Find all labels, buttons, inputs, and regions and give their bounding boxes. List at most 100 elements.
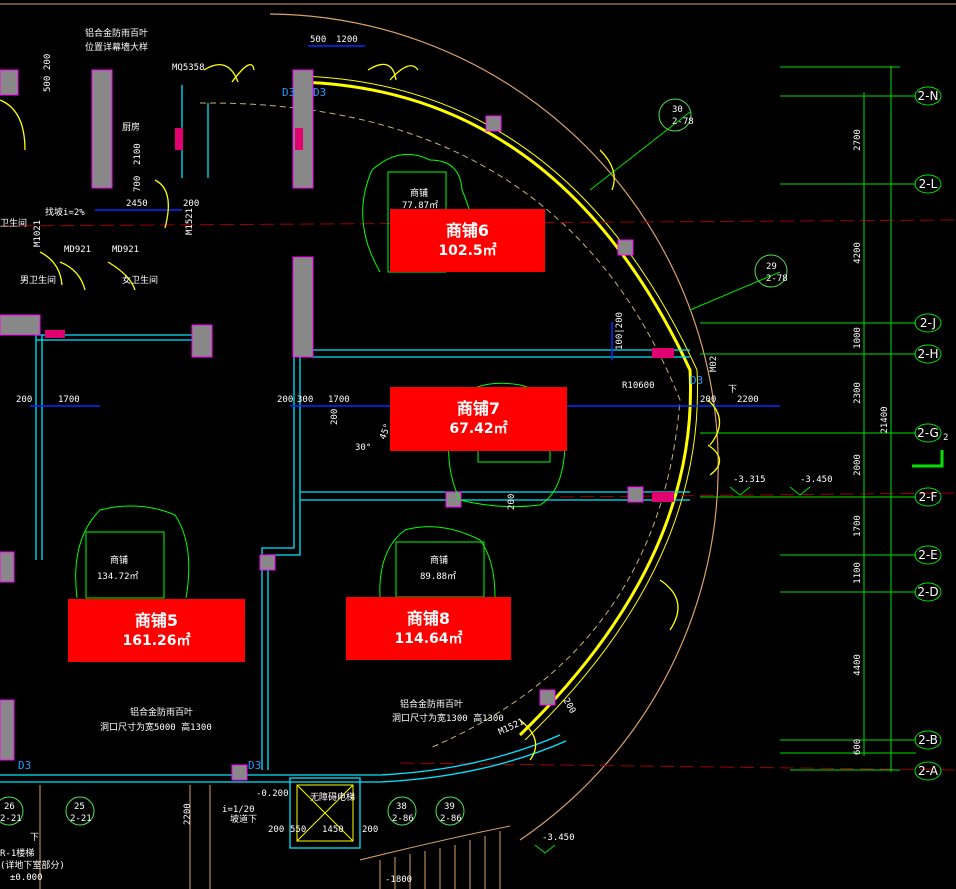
axis-bubble-2-H: 2-H xyxy=(914,344,942,364)
svg-text:M1021: M1021 xyxy=(33,220,43,247)
room-labels: 厨房 男卫生间 女卫生间 卫生间 找坡i=2% 无障碍电梯 xyxy=(0,121,355,803)
svg-text:2-21: 2-21 xyxy=(0,814,22,824)
stairs xyxy=(39,785,511,889)
svg-text:38: 38 xyxy=(396,802,407,812)
svg-text:500: 500 xyxy=(43,76,53,92)
svg-text:1700: 1700 xyxy=(853,515,863,537)
svg-text:600: 600 xyxy=(853,739,863,755)
store-label-7: 商铺7 67.42㎡ xyxy=(390,387,567,451)
svg-text:77.87㎡: 77.87㎡ xyxy=(402,200,438,211)
axis-bubble-2-N: 2-N xyxy=(914,86,942,106)
svg-text:100|200: 100|200 xyxy=(615,312,625,350)
doors xyxy=(0,63,721,761)
axis-bubble-2-L: 2-L xyxy=(914,174,942,194)
store-name: 商铺6 xyxy=(445,220,490,240)
svg-text:30: 30 xyxy=(672,105,683,115)
dashed-arc xyxy=(199,102,681,749)
svg-text:MD921: MD921 xyxy=(64,245,91,255)
store-name: 商铺5 xyxy=(134,610,179,630)
svg-text:39: 39 xyxy=(444,802,455,812)
svg-text:700: 700 xyxy=(133,176,143,192)
svg-text:D3: D3 xyxy=(690,374,703,387)
svg-text:无障碍电梯: 无障碍电梯 xyxy=(310,791,355,803)
svg-text:200: 200 xyxy=(560,697,577,716)
svg-text:商铺: 商铺 xyxy=(110,554,128,566)
svg-text:200: 200 xyxy=(43,54,53,70)
svg-text:i=1/20: i=1/20 xyxy=(222,805,255,815)
axis-bubble-2-D: 2-D xyxy=(914,582,942,602)
grid-lines xyxy=(589,66,944,772)
svg-text:2000: 2000 xyxy=(853,454,863,476)
store-label-6: 商铺6 102.5㎡ xyxy=(390,209,545,272)
svg-text:2200: 2200 xyxy=(183,803,193,825)
svg-text:厨房: 厨房 xyxy=(122,121,140,133)
svg-text:2-78: 2-78 xyxy=(766,274,788,284)
svg-text:200: 200 xyxy=(700,395,716,405)
svg-text:4400: 4400 xyxy=(853,654,863,676)
svg-text:男卫生间: 男卫生间 xyxy=(20,274,56,286)
svg-text:1100: 1100 xyxy=(853,562,863,584)
svg-text:M1521: M1521 xyxy=(185,208,195,235)
svg-text:2-86: 2-86 xyxy=(440,814,462,824)
svg-text:铝合金防雨百叶: 铝合金防雨百叶 xyxy=(130,706,193,718)
svg-text:-3.450: -3.450 xyxy=(800,475,833,485)
notes: 铝合金防雨百叶 位置详幕墙大样 铝合金防雨百叶 洞口尺寸为宽5000 高1300… xyxy=(0,27,737,871)
axis-bubble-2-F: 2-F xyxy=(914,487,942,507)
svg-text:R-1楼梯: R-1楼梯 xyxy=(0,847,34,859)
svg-text:2-H: 2-H xyxy=(918,347,939,361)
dimension-texts: 500 1200 200 500 2450 200 700 2100 1700 … xyxy=(16,35,759,885)
svg-text:1700: 1700 xyxy=(328,395,350,405)
svg-text:200: 200 xyxy=(268,825,284,835)
svg-text:200: 200 xyxy=(16,395,32,405)
curtain-wall-inner xyxy=(299,75,699,741)
original-area-labels: 商铺 77.87㎡ 商铺 134.72㎡ 商铺 89.88㎡ xyxy=(97,187,456,582)
svg-text:商铺: 商铺 xyxy=(430,554,448,566)
axis-bubble-2-G: 2-G 2 xyxy=(914,423,948,443)
axis-bubble-2-J: 2-J xyxy=(914,313,942,333)
red-axis-lines xyxy=(0,219,956,771)
axis-bubble-2-E: 2-E xyxy=(914,545,942,565)
svg-text:坡道下: 坡道下 xyxy=(230,813,257,825)
curtain-wall xyxy=(299,80,693,737)
svg-text:300: 300 xyxy=(297,395,313,405)
svg-text:2-G: 2-G xyxy=(917,426,939,440)
svg-text:M02: M02 xyxy=(709,356,719,372)
door-labels: MQ5358 MD921 MD921 M1021 M1521 M1521 M02… xyxy=(18,63,719,772)
svg-text:26: 26 xyxy=(4,802,15,812)
store-label-8: 商铺8 114.64㎡ xyxy=(346,597,511,660)
svg-text:洞口尺寸为宽5000 高1300: 洞口尺寸为宽5000 高1300 xyxy=(100,721,212,733)
svg-text:2-J: 2-J xyxy=(920,316,936,330)
svg-text:29: 29 xyxy=(766,262,777,272)
store-area: 114.64㎡ xyxy=(394,630,463,647)
svg-text:-3.315: -3.315 xyxy=(733,475,766,485)
svg-text:2-E: 2-E xyxy=(918,548,938,562)
svg-text:下: 下 xyxy=(30,833,39,843)
axis-bubble-2-A: 2-A xyxy=(914,761,942,781)
svg-text:找坡i=2%: 找坡i=2% xyxy=(45,206,85,218)
svg-text:2-F: 2-F xyxy=(919,490,938,504)
svg-text:D3: D3 xyxy=(313,86,326,99)
store-area: 102.5㎡ xyxy=(438,242,497,259)
svg-text:25: 25 xyxy=(74,802,85,812)
svg-text:2: 2 xyxy=(943,433,948,443)
svg-text:2700: 2700 xyxy=(853,129,863,151)
svg-text:(详地下室部分): (详地下室部分) xyxy=(0,859,65,871)
axis-bubble-2-B: 2-B xyxy=(914,730,942,750)
svg-text:-1800: -1800 xyxy=(385,875,412,885)
svg-text:1200: 1200 xyxy=(336,35,358,45)
svg-text:550: 550 xyxy=(290,825,306,835)
svg-text:卫生间: 卫生间 xyxy=(0,217,27,229)
svg-text:2-B: 2-B xyxy=(918,733,938,747)
detail-bubbles xyxy=(0,98,788,826)
svg-text:21400: 21400 xyxy=(880,406,890,433)
svg-text:30°: 30° xyxy=(355,443,371,453)
axis-dimensions: 2700 4200 1000 2300 2000 1700 1100 4400 … xyxy=(853,129,890,755)
svg-text:位置详幕墙大样: 位置详幕墙大样 xyxy=(85,41,148,53)
detail-labels: 302-78 292-78 262-21 252-21 382-86 392-8… xyxy=(0,105,788,824)
svg-text:铝合金防雨百叶: 铝合金防雨百叶 xyxy=(400,698,463,710)
svg-text:2-86: 2-86 xyxy=(392,814,414,824)
svg-text:200: 200 xyxy=(277,395,293,405)
svg-text:4200: 4200 xyxy=(853,242,863,264)
svg-text:铝合金防雨百叶: 铝合金防雨百叶 xyxy=(85,27,148,39)
